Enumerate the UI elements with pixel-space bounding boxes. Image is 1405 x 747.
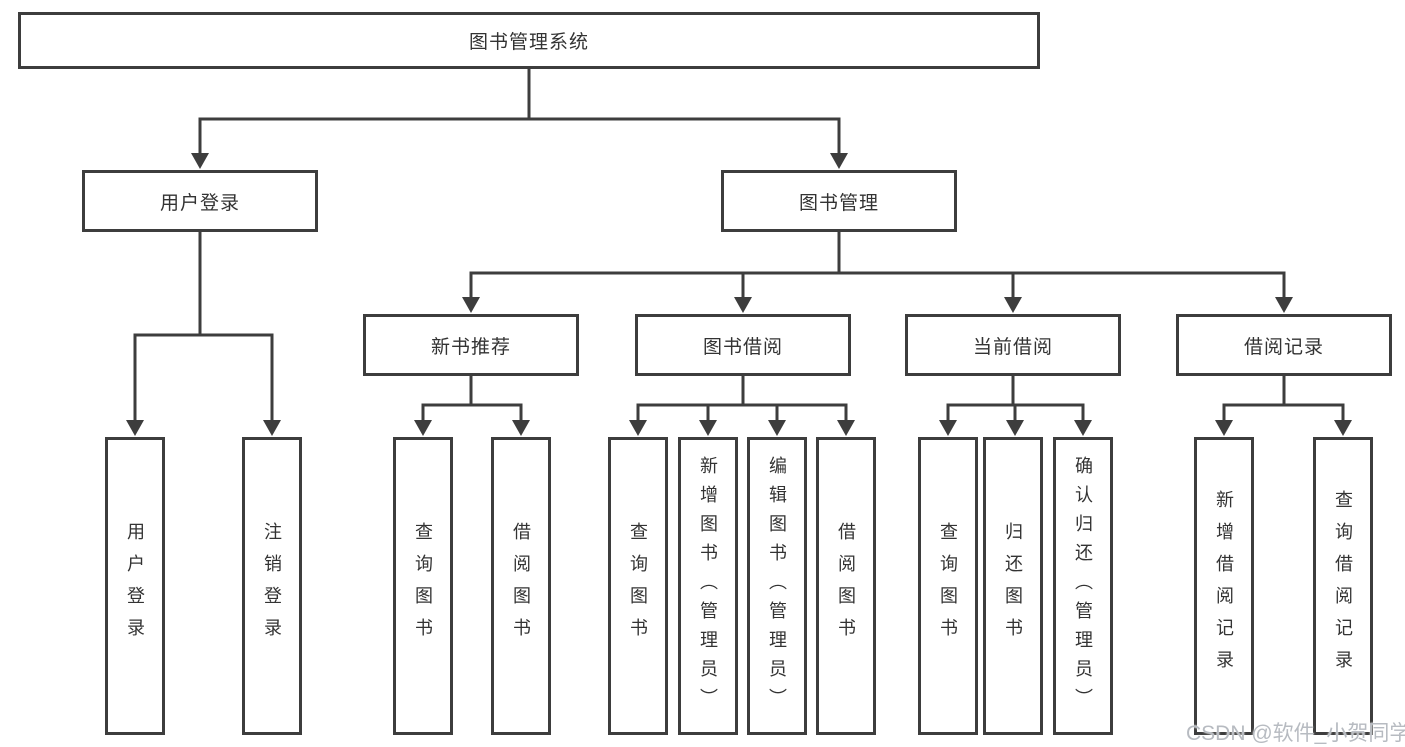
leaf-return-book-label: 归还图书 [1003, 522, 1023, 650]
leaf-query-books-borrow: 查询图书 [608, 437, 668, 735]
node-borrow-records: 借阅记录 [1176, 314, 1392, 376]
leaf-user-login-label: 用户登录 [125, 522, 145, 650]
leaf-edit-book-admin-label: 编辑图书（管理员） [767, 455, 787, 717]
leaf-add-borrow-record-label: 新增借阅记录 [1214, 490, 1234, 682]
node-book-borrow: 图书借阅 [635, 314, 851, 376]
leaf-logout: 注销登录 [242, 437, 302, 735]
leaf-add-book-admin: 新增图书（管理员） [678, 437, 738, 735]
leaf-query-borrow-record-label: 查询借阅记录 [1333, 490, 1353, 682]
leaf-confirm-return-admin: 确认归还（管理员） [1053, 437, 1113, 735]
leaf-logout-label: 注销登录 [262, 522, 282, 650]
leaf-query-books-current-label: 查询图书 [938, 522, 958, 650]
connector-path [133, 69, 1345, 422]
leaf-query-books-borrow-label: 查询图书 [628, 522, 648, 650]
leaf-return-book: 归还图书 [983, 437, 1043, 735]
node-user-login: 用户登录 [82, 170, 318, 232]
leaf-add-borrow-record: 新增借阅记录 [1194, 437, 1254, 735]
leaf-query-books-current: 查询图书 [918, 437, 978, 735]
node-current-borrow: 当前借阅 [905, 314, 1121, 376]
leaf-query-books-recommend-label: 查询图书 [413, 522, 433, 650]
leaf-borrow-books-recommend: 借阅图书 [491, 437, 551, 735]
leaf-confirm-return-admin-label: 确认归还（管理员） [1073, 455, 1093, 717]
node-root: 图书管理系统 [18, 12, 1040, 69]
leaf-borrow-books-recommend-label: 借阅图书 [511, 522, 531, 650]
leaf-edit-book-admin: 编辑图书（管理员） [747, 437, 807, 735]
csdn-watermark: CSDN @软件_小贺同学 [1186, 722, 1405, 745]
leaf-query-borrow-record: 查询借阅记录 [1313, 437, 1373, 735]
node-book-management: 图书管理 [721, 170, 957, 232]
leaf-borrow-books: 借阅图书 [816, 437, 876, 735]
leaf-add-book-admin-label: 新增图书（管理员） [698, 455, 718, 717]
leaf-borrow-books-label: 借阅图书 [836, 522, 856, 650]
node-new-book-recommend: 新书推荐 [363, 314, 579, 376]
leaf-user-login: 用户登录 [105, 437, 165, 735]
leaf-query-books-recommend: 查询图书 [393, 437, 453, 735]
